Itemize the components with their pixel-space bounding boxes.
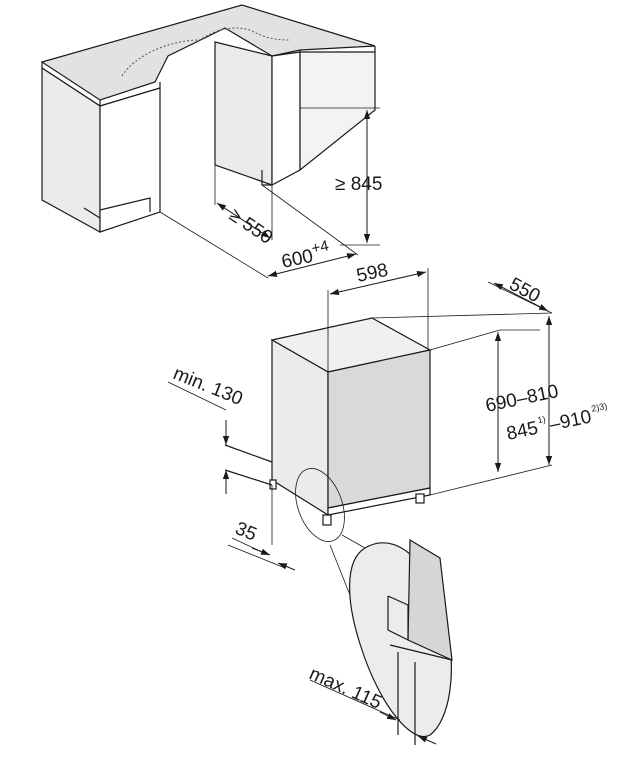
plinth-min-label: min. 130 — [170, 363, 245, 410]
appliance-width-label: 598 — [355, 260, 390, 287]
detail-callout — [295, 468, 453, 745]
svg-text:1): 1) — [537, 414, 547, 425]
svg-text:2)3): 2)3) — [590, 401, 608, 414]
niche-depth-label: ≥ 550 — [225, 205, 276, 249]
svg-text:–910: –910 — [548, 406, 594, 435]
appliance-door — [327, 349, 431, 509]
worktop — [40, 4, 376, 101]
svg-text:845: 845 — [505, 418, 540, 445]
niche-width-label: 600 +4 — [280, 237, 331, 273]
svg-text:600: 600 — [280, 246, 315, 273]
dishwasher — [167, 268, 553, 571]
detail-source-circle — [295, 468, 345, 542]
appliance-depth-label: 550 — [506, 274, 544, 307]
svg-text:+4: +4 — [310, 237, 330, 257]
niche-cabinets — [40, 4, 380, 279]
niche-height-label: ≥ 845 — [335, 174, 382, 195]
right-cabinet — [214, 41, 273, 186]
plinth-depth-label: 35 — [232, 518, 259, 545]
worktop-cutout — [121, 27, 291, 77]
